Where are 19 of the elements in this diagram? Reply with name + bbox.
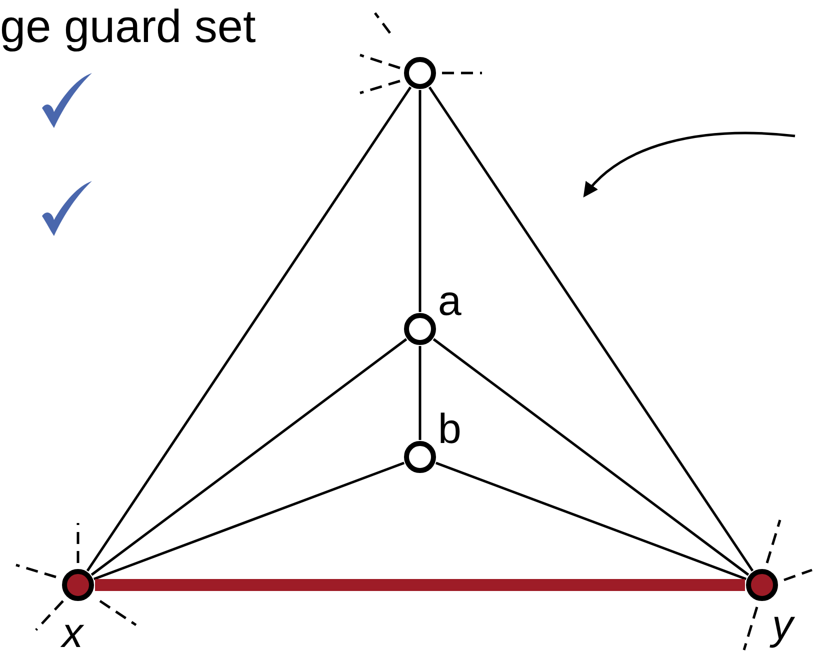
vertex-circle: [746, 569, 778, 601]
edge-line: [418, 346, 422, 440]
vertex-circle: [404, 57, 436, 89]
edge-line: [93, 462, 405, 580]
edge-line: [435, 462, 747, 580]
vertex-circle: [404, 313, 436, 345]
vertex-label: b: [438, 408, 462, 450]
edge-line: [95, 579, 745, 591]
edge-line: [418, 90, 422, 312]
edge-line: [86, 86, 412, 572]
vertex-circle: [404, 441, 436, 473]
edge-line: [432, 338, 750, 576]
vertex-circle: [62, 569, 94, 601]
vertex-label: x: [62, 612, 83, 653]
vertex-label: y: [772, 604, 793, 646]
edge-line: [428, 86, 754, 572]
vertex-label: a: [438, 280, 462, 322]
heading-text: ge guard set: [0, 0, 256, 53]
edge-line: [90, 338, 408, 576]
